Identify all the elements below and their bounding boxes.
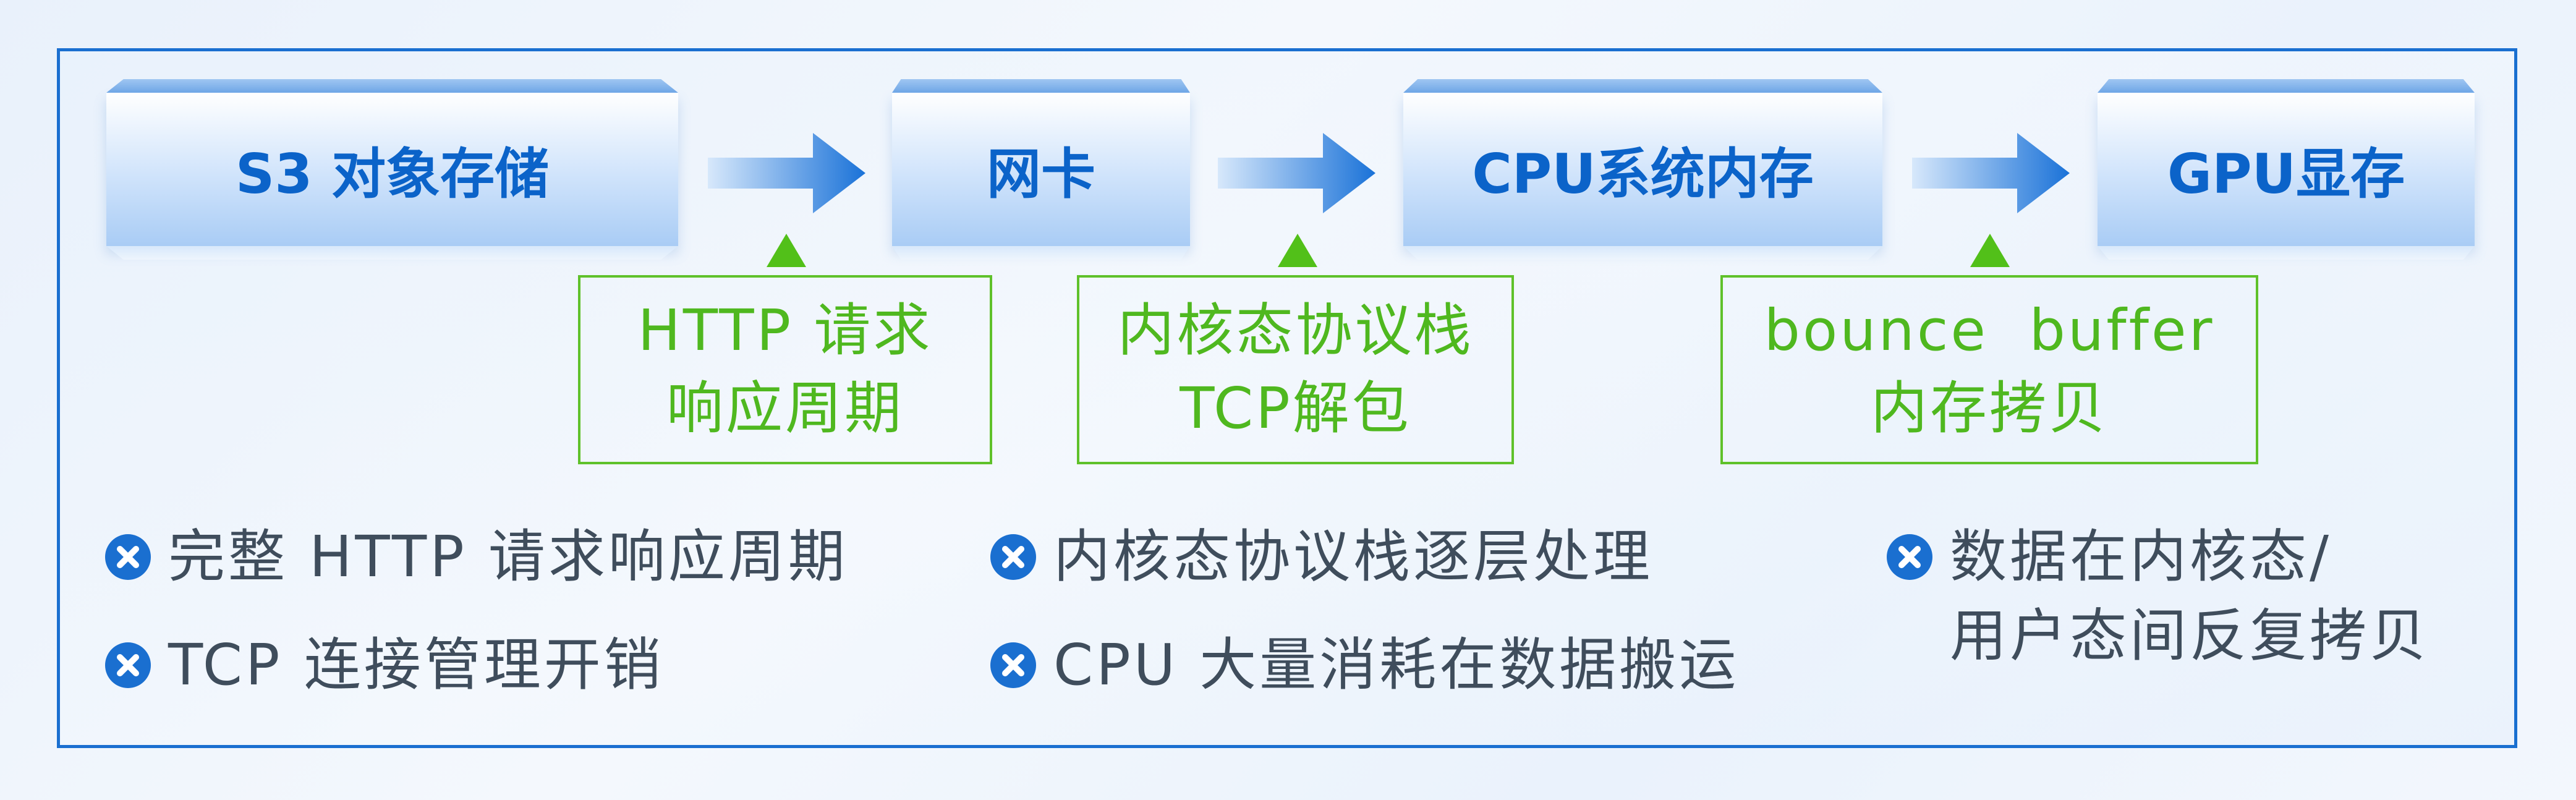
note-http-line1: HTTP 请求 [637,297,933,364]
bullet-item: CPU 大量消耗在数据搬运 [989,626,1739,705]
right-arrow-icon [708,133,865,213]
x-circle-icon [105,534,151,580]
x-circle-icon [990,642,1036,688]
note-kernel-stack: 内核态协议栈 TCP解包 [1077,275,1514,464]
note-bounce-buffer-line2: 内存拷贝 [1870,375,2108,441]
bullet-text: TCP 连接管理开销 [168,632,664,698]
bullet-item: 数据在内核态/ 用户态间反复拷贝 [1885,517,2429,676]
note-http-line2: 响应周期 [666,375,904,441]
up-triangle-icon [1278,234,1317,267]
node-cpu-memory: CPU系统内存 [1403,93,1882,246]
up-triangle-icon [1970,234,2010,267]
bullet-text: 数据在内核态/ 用户态间反复拷贝 [1950,524,2430,669]
bullet-item: TCP 连接管理开销 [104,626,664,705]
bullet-text: CPU 大量消耗在数据搬运 [1053,632,1740,698]
right-arrow-icon [1912,133,2070,213]
note-kernel-stack-line1: 内核态协议栈 [1117,297,1474,364]
note-bounce-buffer: bounce buffer 内存拷贝 [1720,275,2258,464]
bullet-item: 内核态协议栈逐层处理 [989,517,1653,597]
node-nic: 网卡 [892,93,1190,246]
up-triangle-icon [767,234,806,267]
node-cpu-memory-label: CPU系统内存 [1472,142,1814,206]
note-kernel-stack-line2: TCP解包 [1180,375,1411,441]
x-circle-icon [105,642,151,688]
node-s3-storage-label: S3 对象存储 [235,142,550,206]
node-gpu-memory: GPU显存 [2098,93,2475,246]
note-bounce-buffer-line1: bounce buffer [1764,297,2215,364]
bullet-item: 完整 HTTP 请求响应周期 [104,517,848,597]
node-s3-storage: S3 对象存储 [106,93,678,246]
bullet-text: 内核态协议栈逐层处理 [1053,524,1654,590]
note-http: HTTP 请求 响应周期 [578,275,992,464]
node-nic-label: 网卡 [986,142,1095,206]
x-circle-icon [1887,534,1932,580]
node-gpu-memory-label: GPU显存 [2167,142,2405,206]
x-circle-icon [990,534,1036,580]
right-arrow-icon [1218,133,1375,213]
bullet-text: 完整 HTTP 请求响应周期 [168,524,848,590]
